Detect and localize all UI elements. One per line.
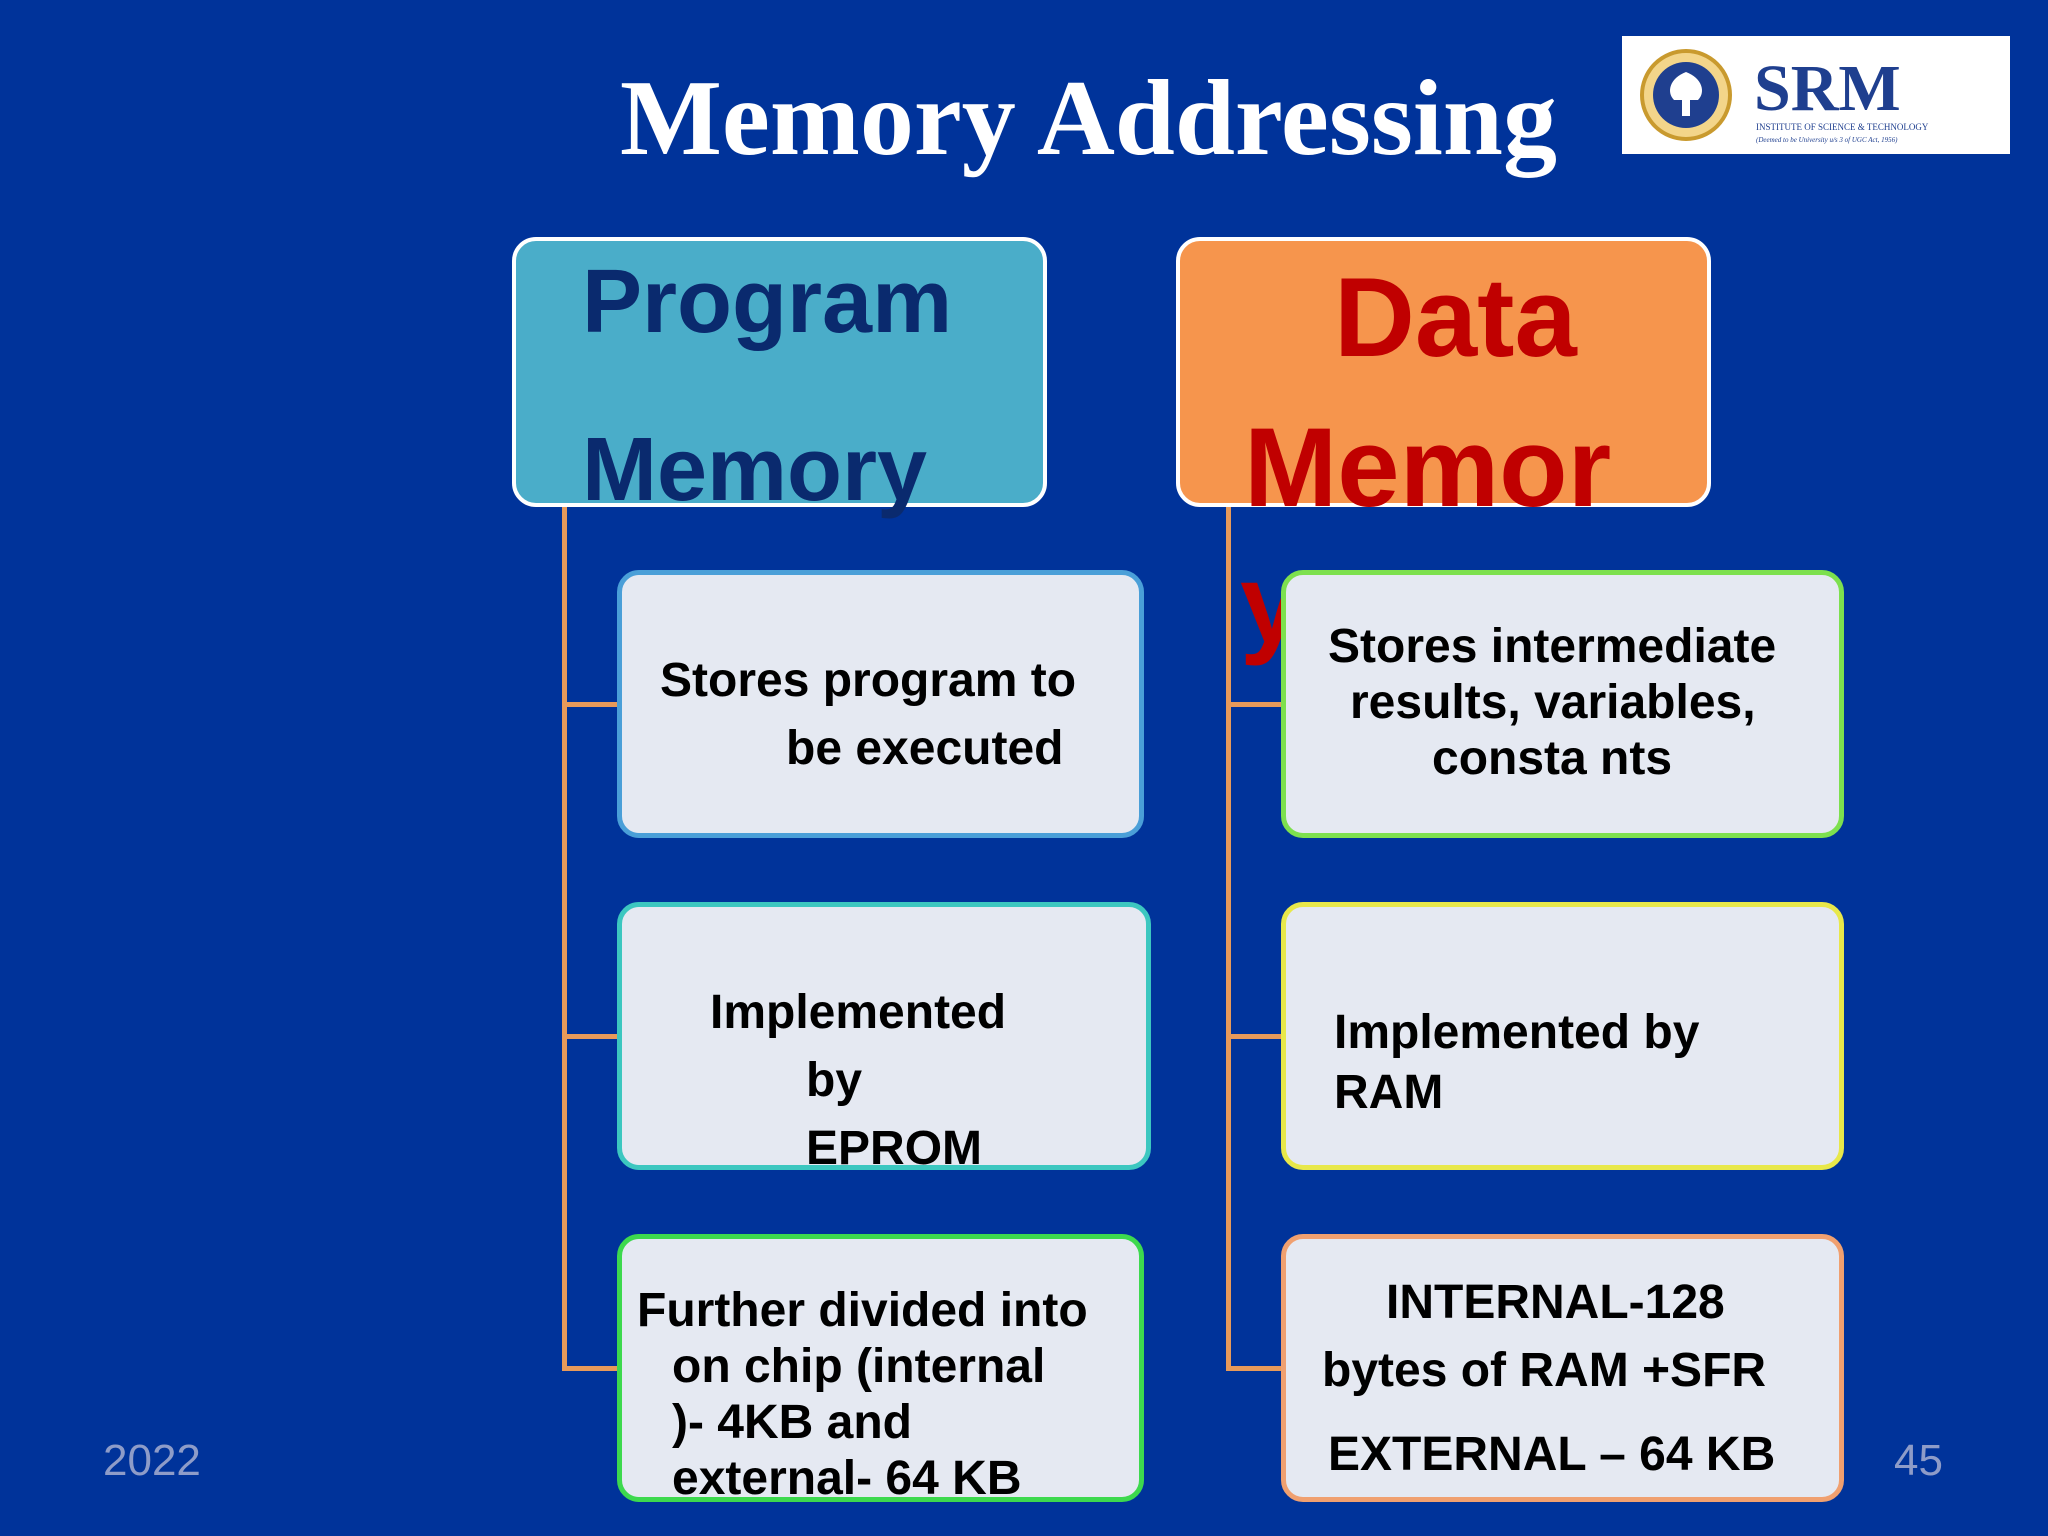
program-connector-vertical	[562, 505, 567, 1371]
logo-line1: INSTITUTE OF SCIENCE & TECHNOLOGY	[1756, 122, 1929, 132]
data-box-stores-line1: Stores intermediate	[1328, 620, 1777, 673]
program-box-divided: Further divided into on chip (internal )…	[617, 1234, 1144, 1505]
program-connector-branch-1	[562, 702, 618, 707]
logo-name: SRM	[1754, 52, 1901, 125]
program-box-implemented-line1: Implemented	[710, 986, 1007, 1039]
srm-logo-graphic: SRM INSTITUTE OF SCIENCE & TECHNOLOGY (D…	[1640, 49, 1929, 144]
data-connector-branch-2	[1226, 1034, 1282, 1039]
data-box-external-line1: INTERNAL-128	[1386, 1276, 1725, 1329]
data-connector-branch-3	[1226, 1366, 1282, 1371]
program-box-implemented-line3: EPROM	[806, 1122, 983, 1175]
data-box-stores-line2: results, variables,	[1350, 676, 1756, 729]
program-connector-branch-2	[562, 1034, 618, 1039]
program-heading-line1: Program	[582, 252, 953, 352]
data-box-external-line2: bytes of RAM +SFR	[1322, 1344, 1767, 1397]
data-box-external-line3: EXTERNAL – 64 KB	[1328, 1428, 1776, 1481]
data-heading-line1: Data	[1334, 255, 1577, 380]
program-box-divided-line3: )- 4KB and	[672, 1396, 912, 1449]
program-memory-heading: Program Memory	[512, 237, 1047, 520]
program-connector-branch-3	[562, 1366, 618, 1371]
program-box-divided-line2: on chip (internal	[672, 1340, 1046, 1393]
data-memory-heading: Data Memor	[1176, 237, 1711, 530]
program-box-divided-line4: external- 64 KB	[672, 1452, 1022, 1505]
program-box-stores: Stores program to be executed	[617, 570, 1144, 838]
slide-title: Memory Addressing	[620, 59, 1557, 178]
srm-logo: SRM INSTITUTE OF SCIENCE & TECHNOLOGY (D…	[1622, 36, 2010, 154]
program-heading-line2: Memory	[582, 420, 928, 520]
program-box-implemented-line2: by	[806, 1054, 863, 1107]
data-box-external: INTERNAL-128 bytes of RAM +SFR EXTERNAL …	[1281, 1234, 1844, 1502]
program-box-implemented: Implemented by EPROM	[617, 902, 1151, 1175]
data-connector-branch-1	[1226, 702, 1282, 707]
program-box-divided-line1: Further divided into	[637, 1284, 1088, 1337]
footer-year: 2022	[103, 1436, 201, 1485]
data-box-implemented-line2: RAM	[1334, 1066, 1444, 1119]
program-box-stores-line1: Stores program to	[660, 654, 1077, 707]
data-box-stores-line3: consta nts	[1432, 732, 1673, 785]
program-box-stores-line2: be executed	[786, 722, 1064, 775]
data-heading-line2: Memor	[1244, 405, 1612, 530]
data-box-implemented: Implemented by RAM	[1281, 902, 1844, 1170]
footer-page-number: 45	[1894, 1436, 1943, 1485]
logo-line2: (Deemed to be University u/s 3 of UGC Ac…	[1756, 136, 1898, 144]
tree-icon	[1670, 72, 1702, 116]
data-connector-vertical	[1226, 505, 1231, 1371]
data-box-implemented-line1: Implemented by	[1334, 1006, 1700, 1059]
data-box-stores: Stores intermediate results, variables, …	[1281, 570, 1844, 838]
